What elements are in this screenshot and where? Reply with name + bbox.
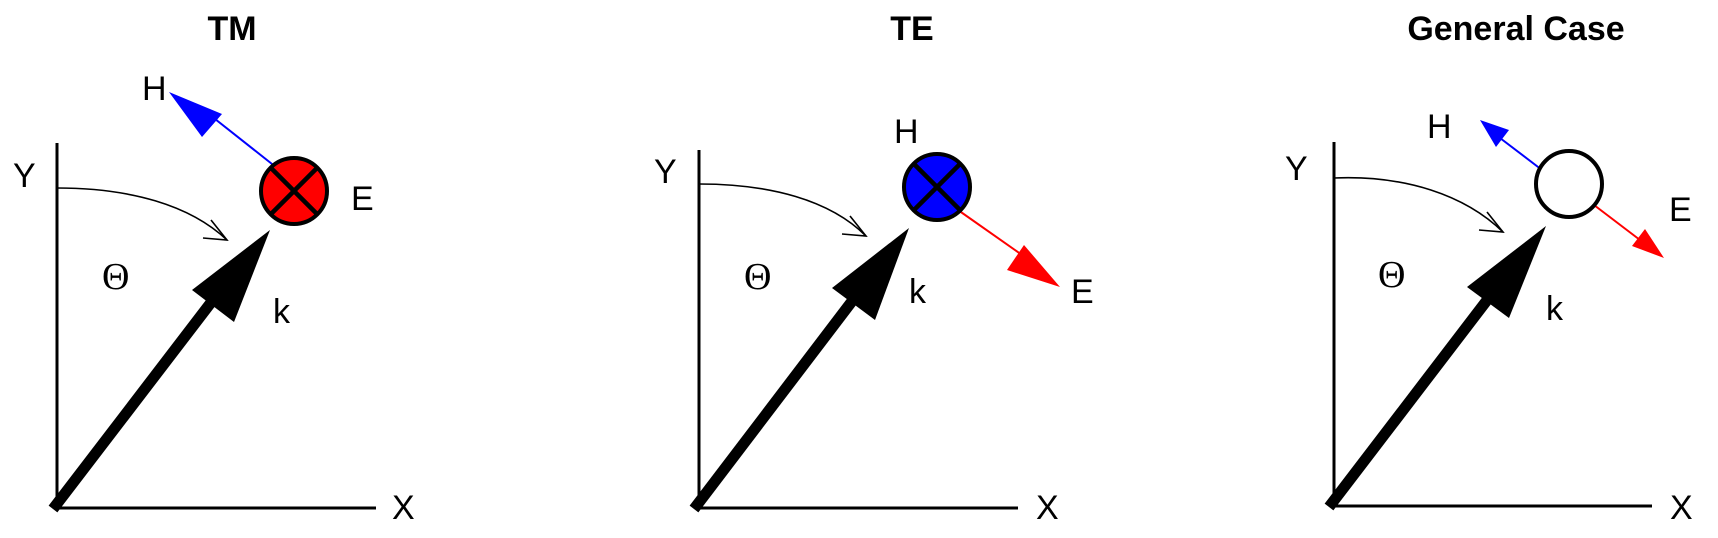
theta-arc-arrowhead-tm (202, 219, 229, 241)
y-axis-label-general-case: Y (1285, 150, 1308, 188)
theta-arc-general-case (1333, 176, 1504, 233)
x-axis-label-te: X (1036, 489, 1059, 527)
k-vector-arrowhead-tm (192, 230, 270, 322)
panel-general-case: General Case Y X Θ k H E (1285, 10, 1693, 527)
x-axis-label-general-case: X (1670, 489, 1693, 527)
y-axis-label-tm: Y (13, 157, 36, 195)
panel-title-general-case: General Case (1407, 10, 1624, 48)
theta-arc-te (698, 183, 867, 237)
k-vector-shaft-general-case (1324, 291, 1496, 511)
e-label-te: E (1071, 273, 1094, 311)
theta-label-tm: Θ (102, 256, 129, 298)
theta-label-general-case: Θ (1378, 254, 1405, 296)
into-page-cross-line-b-te (912, 162, 962, 212)
theta-arc-arrowhead-general-case (1478, 211, 1505, 233)
e-vector-shaft-general-case (1593, 204, 1641, 241)
y-axis-label-te: Y (654, 153, 677, 191)
into-page-cross-line-b-tm (269, 166, 319, 216)
h-vector-shaft-general-case (1499, 137, 1543, 171)
h-vector-shaft-tm (209, 114, 273, 165)
h-label-te: H (894, 113, 919, 151)
h-vector-arrowhead-general-case (1480, 120, 1509, 147)
k-vector-arrowhead-te (832, 228, 909, 320)
e-label-general-case: E (1669, 191, 1692, 229)
panel-title-te: TE (890, 10, 933, 48)
h-vector-arrowhead-tm (169, 92, 222, 137)
h-label-general-case: H (1427, 108, 1452, 146)
e-label-tm: E (351, 180, 374, 218)
k-label-general-case: k (1546, 290, 1564, 328)
k-label-te: k (909, 273, 927, 311)
e-vector-arrowhead-general-case (1632, 229, 1664, 258)
k-vector-shaft-te (689, 292, 861, 513)
theta-arc-arrowhead-te (841, 215, 868, 237)
k-label-tm: k (273, 293, 291, 331)
e-vector-arrowhead-te (1007, 245, 1060, 287)
x-axis-label-tm: X (392, 489, 415, 527)
field-circle-general-case (1534, 149, 1604, 219)
panel-title-tm: TM (207, 10, 256, 48)
panel-te: TE Y X Θ k E H (654, 10, 1094, 527)
k-vector-arrowhead-general-case (1467, 226, 1546, 318)
theta-arc-tm (56, 187, 228, 241)
theta-label-te: Θ (744, 256, 771, 298)
h-label-tm: H (142, 70, 167, 108)
k-vector-shaft-tm (48, 292, 221, 513)
panel-tm: TM Y X Θ k H E (13, 10, 415, 527)
